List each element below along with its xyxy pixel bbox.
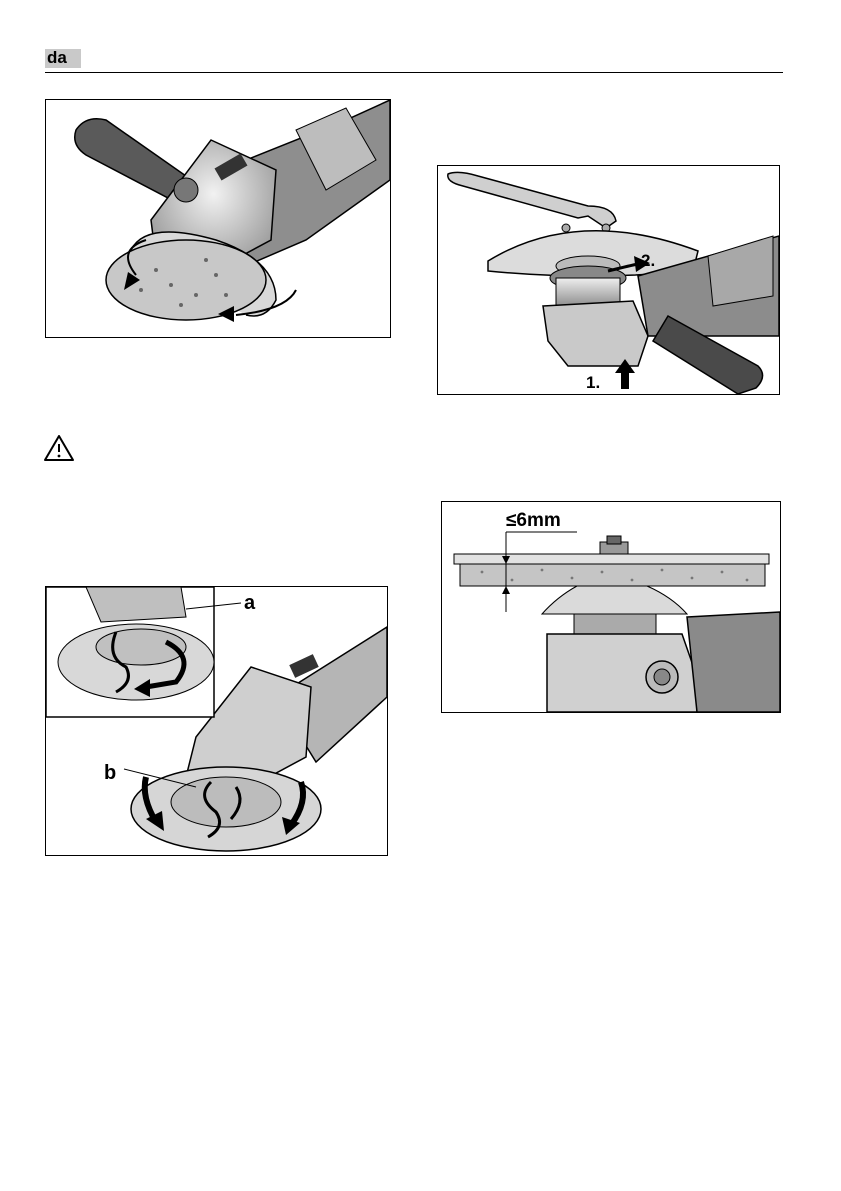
- figure-guard-locking: a b: [45, 586, 388, 856]
- guard-locking-illustration: a b: [46, 587, 387, 855]
- header-rule: [45, 72, 783, 73]
- thickness-dimension-label: ≤6mm: [506, 510, 561, 531]
- figure-disc-thickness: ≤6mm: [441, 501, 781, 713]
- warning-triangle-icon: [43, 434, 75, 462]
- grinder-rotation-illustration: [46, 100, 390, 337]
- flange-wrench-illustration: 2. 1.: [438, 166, 779, 394]
- language-code: da: [47, 48, 67, 68]
- label-b: b: [104, 762, 116, 784]
- disc-thickness-illustration: ≤6mm: [442, 502, 780, 712]
- label-a: a: [244, 592, 256, 614]
- figure-flange-wrench: 2. 1.: [437, 165, 780, 395]
- figure-grinder-rotation: [45, 99, 391, 338]
- step-1-label: 1.: [586, 373, 600, 392]
- step-2-label: 2.: [641, 251, 655, 270]
